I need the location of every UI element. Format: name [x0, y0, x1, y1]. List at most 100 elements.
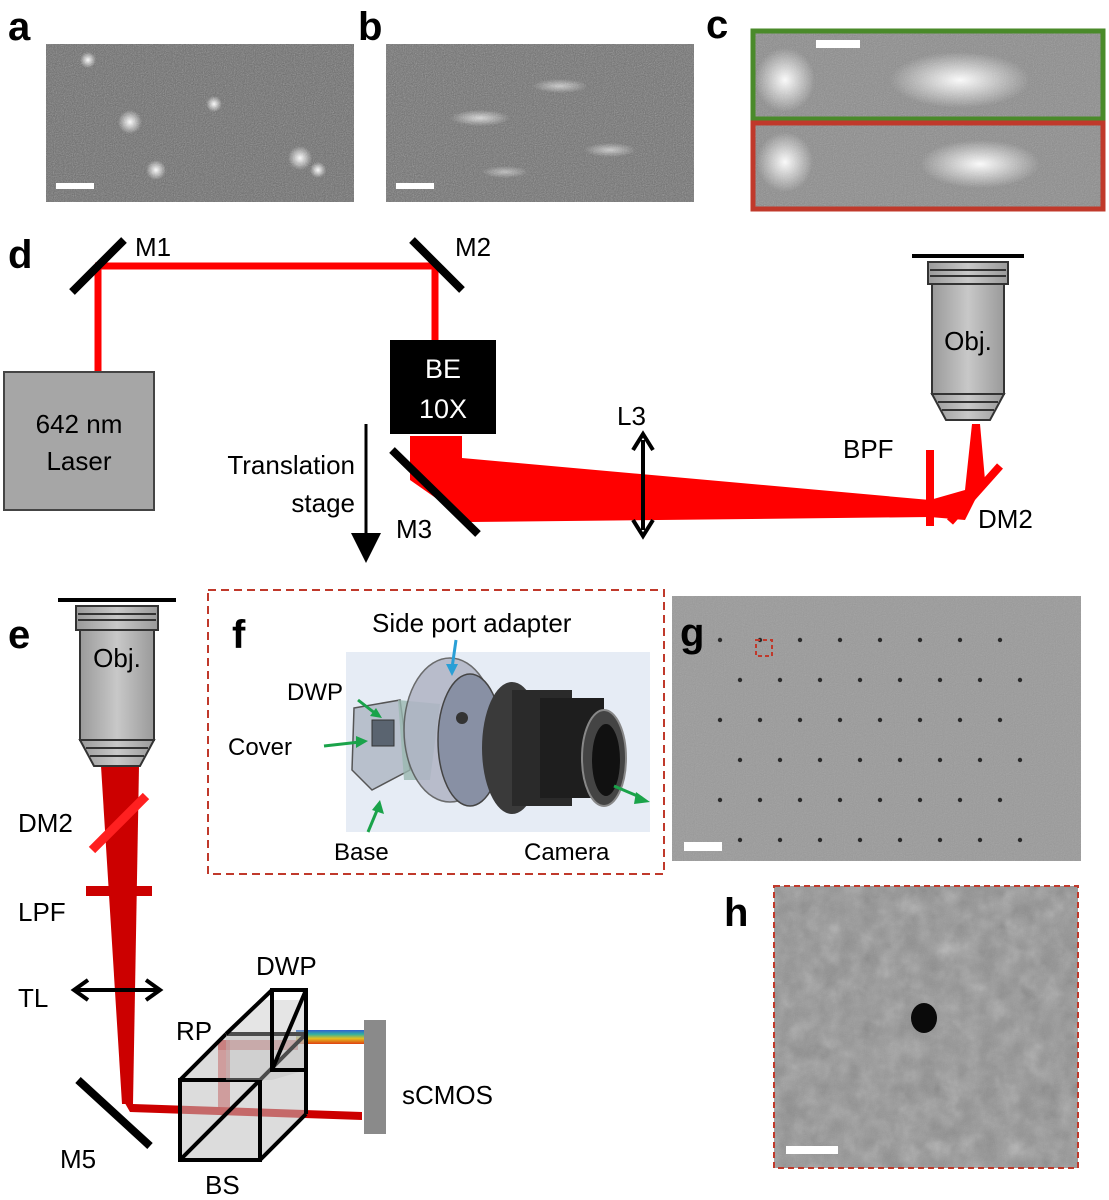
nanohole: [757, 797, 763, 803]
objective-d: Obj.: [912, 254, 1024, 421]
scale-bar: [396, 183, 434, 189]
adapter-render: [346, 652, 650, 832]
scmos-label: sCMOS: [402, 1080, 493, 1110]
scale-bar: [816, 40, 860, 48]
mirror-m3-label: M3: [396, 514, 432, 544]
mirror-m1: [69, 237, 127, 295]
nanohole: [1017, 677, 1023, 683]
nanohole: [857, 677, 863, 683]
scmos-camera: [364, 1020, 386, 1134]
dichroic-mirror-d-label: DM2: [978, 504, 1033, 534]
lens-l3-label: L3: [617, 401, 646, 431]
nanohole: [837, 797, 843, 803]
nanohole: [837, 637, 843, 643]
longpass-filter: [86, 886, 152, 896]
objective-e-label: Obj.: [93, 643, 141, 673]
nanohole: [877, 717, 883, 723]
tube-lens-label: TL: [18, 983, 48, 1013]
mirror-m2-label: M2: [455, 232, 491, 262]
dichroic-mirror-e-label: DM2: [18, 808, 73, 838]
panel-label-c: c: [706, 3, 728, 47]
bandpass-filter: [926, 450, 934, 526]
side-port-label: Side port adapter: [372, 608, 572, 638]
nanohole: [857, 837, 863, 843]
arrow-camera-head: [634, 792, 650, 804]
panel-c-bottom-image: [750, 120, 1106, 212]
scale-bar: [786, 1146, 838, 1154]
panel-label-e: e: [8, 613, 30, 657]
scale-bar: [684, 842, 722, 851]
nanohole: [937, 757, 943, 763]
nanohole: [817, 837, 823, 843]
nanohole: [817, 677, 823, 683]
nanohole: [917, 797, 923, 803]
panel-c-top-image: [750, 28, 1106, 122]
beam-expander-label-line1: BE: [425, 354, 461, 384]
arrow-side-port-head: [446, 664, 458, 676]
nanohole: [897, 677, 903, 683]
arrow-cover: [323, 740, 361, 748]
panel-b-image: [386, 44, 694, 202]
mirror-m5: [75, 1077, 153, 1149]
nanohole: [817, 757, 823, 763]
beam-expander-label-line2: 10X: [419, 394, 467, 424]
nanohole: [717, 717, 723, 723]
nanohole: [797, 797, 803, 803]
nanohole: [977, 757, 983, 763]
nanohole: [797, 717, 803, 723]
panel-label-d: d: [8, 233, 32, 277]
nanohole: [797, 637, 803, 643]
nanohole: [757, 717, 763, 723]
bandpass-filter-label: BPF: [843, 434, 894, 464]
panel-label-f: f: [232, 613, 246, 657]
nanohole: [957, 797, 963, 803]
objective-d-label: Obj.: [944, 326, 992, 356]
nanohole: [737, 757, 743, 763]
laser-label-line2: Laser: [46, 446, 111, 476]
dichroic-mirror-d: [947, 463, 1003, 525]
panel-f-frame: [207, 589, 665, 875]
panel-label-h: h: [724, 891, 748, 935]
mirror-m5-label: M5: [60, 1144, 96, 1174]
base-label: Base: [334, 839, 389, 866]
nanohole: [911, 1003, 937, 1033]
nanohole: [777, 837, 783, 843]
dichroic-mirror-e: [88, 792, 150, 854]
translation-label-line1: Translation: [227, 450, 355, 480]
nanohole: [937, 837, 943, 843]
translation-label-line2: stage: [291, 488, 355, 518]
nanohole: [957, 717, 963, 723]
nanohole: [837, 717, 843, 723]
tube-lens: [70, 978, 164, 1002]
nanohole: [997, 717, 1003, 723]
cover-label: Cover: [228, 734, 292, 761]
nanohole: [917, 637, 923, 643]
mirror-m1-label: M1: [135, 232, 171, 262]
beam-expander: BE 10X: [390, 340, 496, 434]
laser-beam-path: [94, 262, 985, 522]
longpass-filter-label: LPF: [18, 897, 66, 927]
nanohole: [717, 637, 723, 643]
roof-prism-label: RP: [176, 1016, 212, 1046]
objective-e: Obj.: [58, 598, 176, 767]
nanohole: [777, 677, 783, 683]
nanohole: [777, 757, 783, 763]
nanohole: [897, 757, 903, 763]
nanohole: [977, 677, 983, 683]
lens-l3: [631, 430, 655, 540]
arrow-dwp-head: [370, 708, 382, 718]
nanohole: [997, 797, 1003, 803]
panel-label-g: g: [680, 611, 704, 655]
panel-a-image: [46, 44, 354, 202]
mirror-m2: [409, 237, 465, 293]
arrow-side-port: [450, 639, 458, 669]
mirror-m3: [389, 447, 481, 537]
arrow-dwp: [357, 698, 377, 716]
wedge-plate-label: DWP: [256, 951, 317, 981]
nanohole: [957, 637, 963, 643]
nanohole: [877, 637, 883, 643]
nanohole: [1017, 757, 1023, 763]
nanohole: [717, 797, 723, 803]
nanohole: [917, 717, 923, 723]
